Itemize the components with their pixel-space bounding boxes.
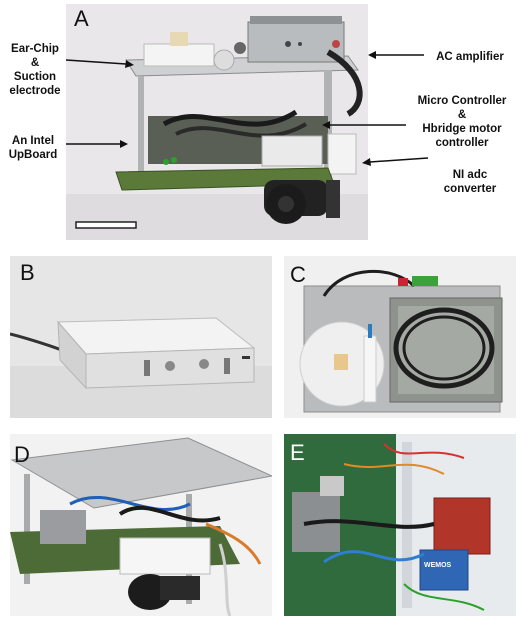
panel-label-d: D [14,442,30,467]
robot-internal-photo [10,434,272,616]
label-ni-adc-converter: NI adc converter [443,169,497,195]
arrow-ni-adc-converter [362,157,429,166]
panel-label-a: A [74,6,89,31]
label-intel-upboard: An Intel UpBoard [8,135,58,161]
label-ear-chip-suction-electrode: Ear-Chip & Suction electrode [9,43,61,97]
wemos-module-label: WEMOS [424,562,452,569]
photo-panel-c [284,256,516,418]
label-micro-controller-hbridge: Micro Controller & Hbridge motor control… [417,95,507,149]
electronics-closeup-photo [284,434,516,616]
photo-panel-d [10,434,272,616]
robot-side-photo [66,4,368,240]
photo-panel-b [10,256,272,418]
photo-panel-e: WEMOS [284,434,516,616]
amplifier-box-photo [10,256,272,418]
panel-label-e: E [290,440,305,465]
photo-panel-a [66,4,368,240]
arrow-ac-amplifier [368,51,424,59]
top-view-plate-photo [284,256,516,418]
arrow-micro-controller [322,121,406,129]
label-ac-amplifier: AC amplifier [436,51,504,63]
arrow-intel-upboard [66,140,128,148]
arrow-ear-chip [65,59,134,68]
panel-label-c: C [290,262,306,287]
panel-label-b: B [20,260,35,285]
